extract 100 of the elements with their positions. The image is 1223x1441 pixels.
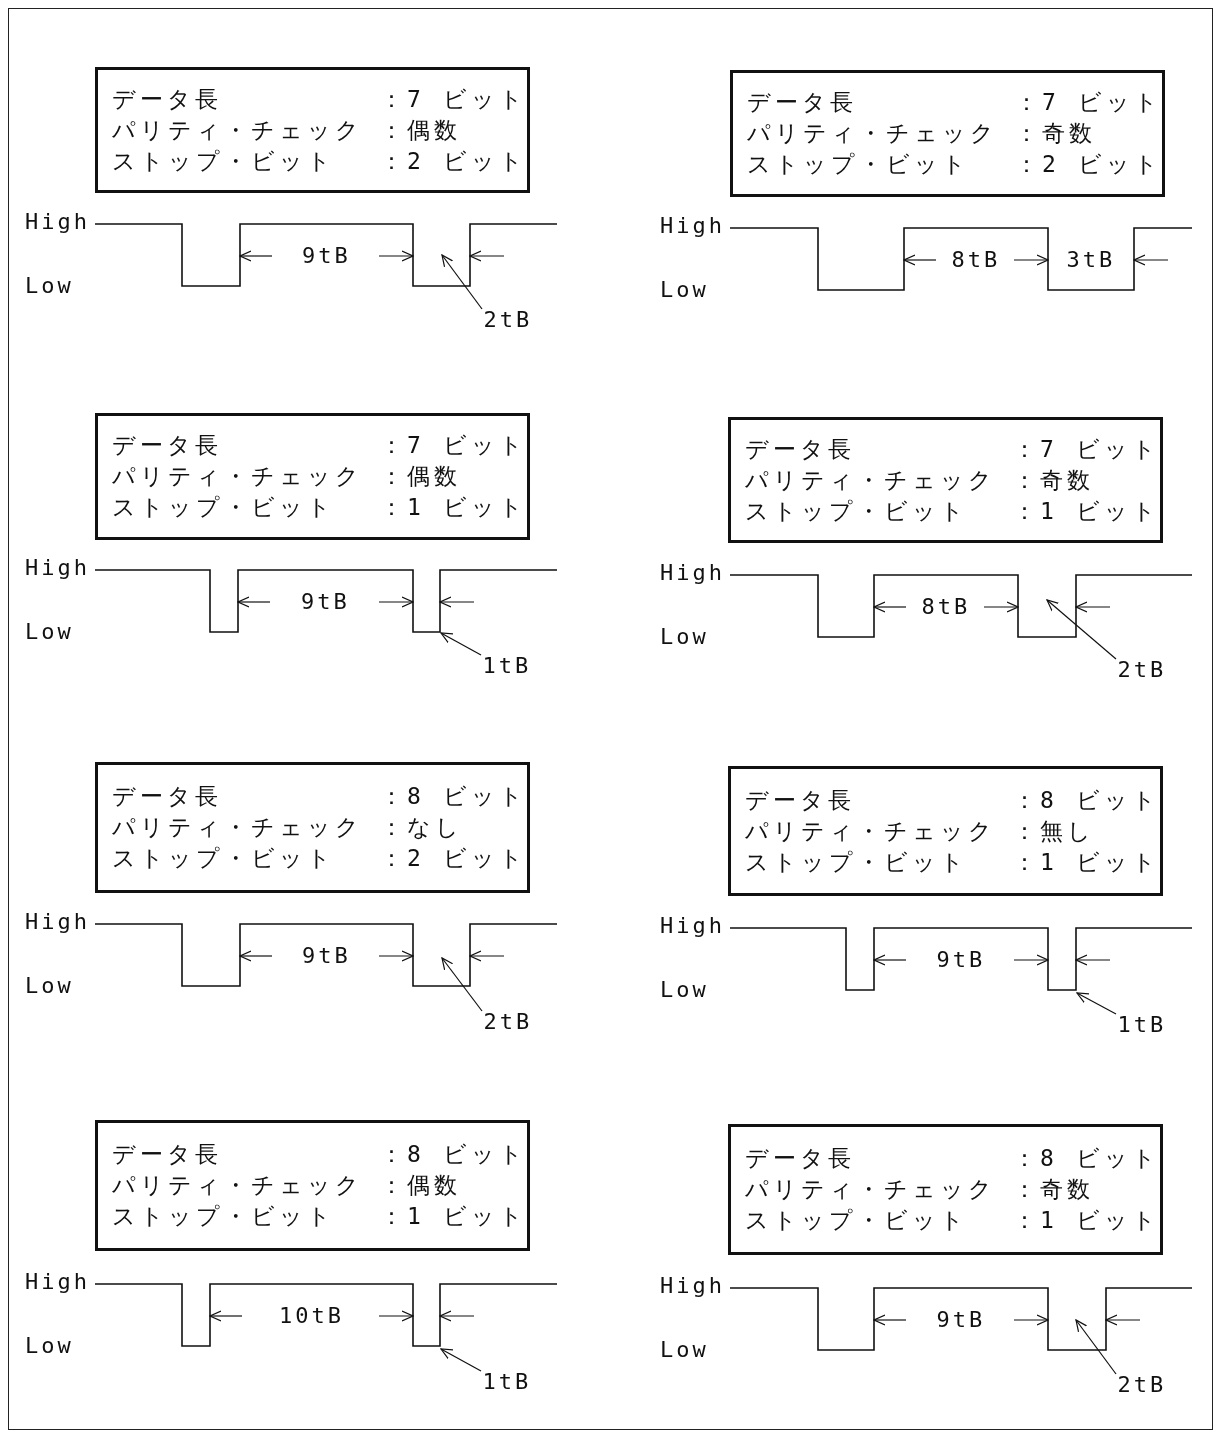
level-label: Low — [25, 273, 74, 299]
waveform-drawing — [94, 569, 558, 633]
duration-label: 1tB — [482, 1369, 532, 1395]
settings-box — [95, 1120, 530, 1251]
setting-name: ストップ・ビット — [745, 847, 968, 877]
leader-line — [1075, 1319, 1117, 1375]
setting-value: ：偶数 — [380, 1171, 461, 1200]
duration-label: 9tB — [301, 589, 350, 615]
leader-line — [1046, 599, 1117, 660]
setting-value: ：なし — [380, 813, 463, 842]
level-label: High — [25, 555, 90, 581]
level-label: High — [25, 1269, 90, 1295]
level-label: Low — [25, 1333, 74, 1359]
duration-label: 8tB — [921, 594, 971, 620]
duration-label: 9tB — [936, 947, 986, 973]
setting-value: ：1 ビット — [1013, 496, 1160, 526]
setting-value: ：8 ビット — [380, 782, 527, 811]
setting-name: ストップ・ビット — [112, 493, 335, 522]
duration-label: 9tB — [302, 943, 351, 969]
leader-line — [440, 632, 482, 656]
setting-value: ：1 ビット — [1013, 1206, 1160, 1235]
setting-name: ストップ・ビット — [747, 150, 970, 179]
setting-name: ストップ・ビット — [112, 844, 335, 873]
level-label: Low — [25, 973, 74, 999]
level-label: Low — [660, 277, 709, 303]
waveform-drawing — [94, 1283, 558, 1347]
level-label: High — [25, 209, 90, 235]
setting-name: データ長 — [745, 434, 855, 464]
setting-name: データ長 — [745, 785, 855, 815]
setting-name: データ長 — [112, 431, 222, 460]
setting-value: ：2 ビット — [380, 146, 527, 176]
setting-value: ：1 ビット — [380, 493, 527, 522]
duration-label: 8tB — [951, 247, 1001, 273]
setting-name: ストップ・ビット — [745, 1206, 968, 1235]
setting-name: ストップ・ビット — [745, 496, 968, 526]
duration-label: 2tB — [483, 307, 533, 333]
setting-value: ：奇数 — [1013, 465, 1094, 495]
settings-box — [95, 413, 530, 540]
setting-value: ：2 ビット — [380, 844, 527, 873]
settings-box — [728, 766, 1163, 896]
setting-value: ：偶数 — [380, 462, 461, 491]
duration-label: 10tB — [279, 1303, 344, 1329]
settings-box — [730, 70, 1165, 197]
duration-label: 2tB — [1117, 1372, 1167, 1398]
duration-label: 9tB — [302, 243, 351, 269]
setting-value: ：7 ビット — [1015, 88, 1162, 117]
duration-label: 2tB — [483, 1009, 533, 1035]
setting-name: パリティ・チェック — [112, 115, 363, 145]
waveform-drawing — [729, 574, 1193, 638]
setting-name: パリティ・チェック — [112, 813, 363, 842]
duration-label: 9tB — [936, 1307, 986, 1333]
setting-value: ：奇数 — [1013, 1175, 1094, 1204]
settings-box — [95, 762, 530, 893]
setting-name: パリティ・チェック — [745, 465, 996, 495]
setting-value: ：8 ビット — [380, 1140, 527, 1169]
settings-box — [728, 417, 1163, 543]
leader-line — [441, 254, 483, 310]
leader-line — [441, 957, 483, 1012]
duration-label: 2tB — [1117, 657, 1167, 683]
waveform-drawing — [729, 227, 1193, 291]
setting-value: ：7 ビット — [380, 84, 527, 114]
settings-box — [95, 67, 530, 193]
setting-name: パリティ・チェック — [745, 816, 996, 846]
setting-name: データ長 — [112, 84, 222, 114]
setting-name: ストップ・ビット — [112, 1202, 335, 1231]
level-label: High — [660, 560, 725, 586]
level-label: High — [25, 909, 90, 935]
settings-box — [728, 1124, 1163, 1255]
setting-name: パリティ・チェック — [112, 1171, 363, 1200]
level-label: Low — [660, 977, 709, 1003]
duration-label: 1tB — [1117, 1012, 1167, 1038]
setting-value: ：7 ビット — [1013, 434, 1160, 464]
setting-name: パリティ・チェック — [112, 462, 363, 491]
waveform-drawing — [729, 927, 1193, 991]
setting-name: データ長 — [112, 782, 222, 811]
waveform-drawing — [94, 923, 558, 987]
setting-name: データ長 — [747, 88, 857, 117]
level-label: Low — [660, 624, 709, 650]
setting-name: ストップ・ビット — [112, 146, 335, 176]
leader-line — [440, 1348, 482, 1372]
waveform-drawing — [729, 1287, 1193, 1351]
setting-value: ：8 ビット — [1013, 785, 1160, 815]
waveform-drawing — [94, 223, 558, 287]
setting-name: パリティ・チェック — [745, 1175, 996, 1204]
setting-name: パリティ・チェック — [747, 119, 998, 148]
setting-name: データ長 — [745, 1144, 855, 1173]
setting-name: データ長 — [112, 1140, 222, 1169]
duration-label: 1tB — [482, 653, 532, 679]
setting-value: ：偶数 — [380, 115, 461, 145]
setting-value: ：7 ビット — [380, 431, 527, 460]
leader-line — [1076, 992, 1117, 1015]
level-label: Low — [25, 619, 74, 645]
level-label: High — [660, 913, 725, 939]
level-label: Low — [660, 1337, 709, 1363]
setting-value: ：2 ビット — [1015, 150, 1162, 179]
setting-value: ：無し — [1013, 816, 1095, 846]
setting-value: ：1 ビット — [380, 1202, 527, 1231]
level-label: High — [660, 1273, 725, 1299]
setting-value: ：8 ビット — [1013, 1144, 1160, 1173]
setting-value: ：奇数 — [1015, 119, 1096, 148]
